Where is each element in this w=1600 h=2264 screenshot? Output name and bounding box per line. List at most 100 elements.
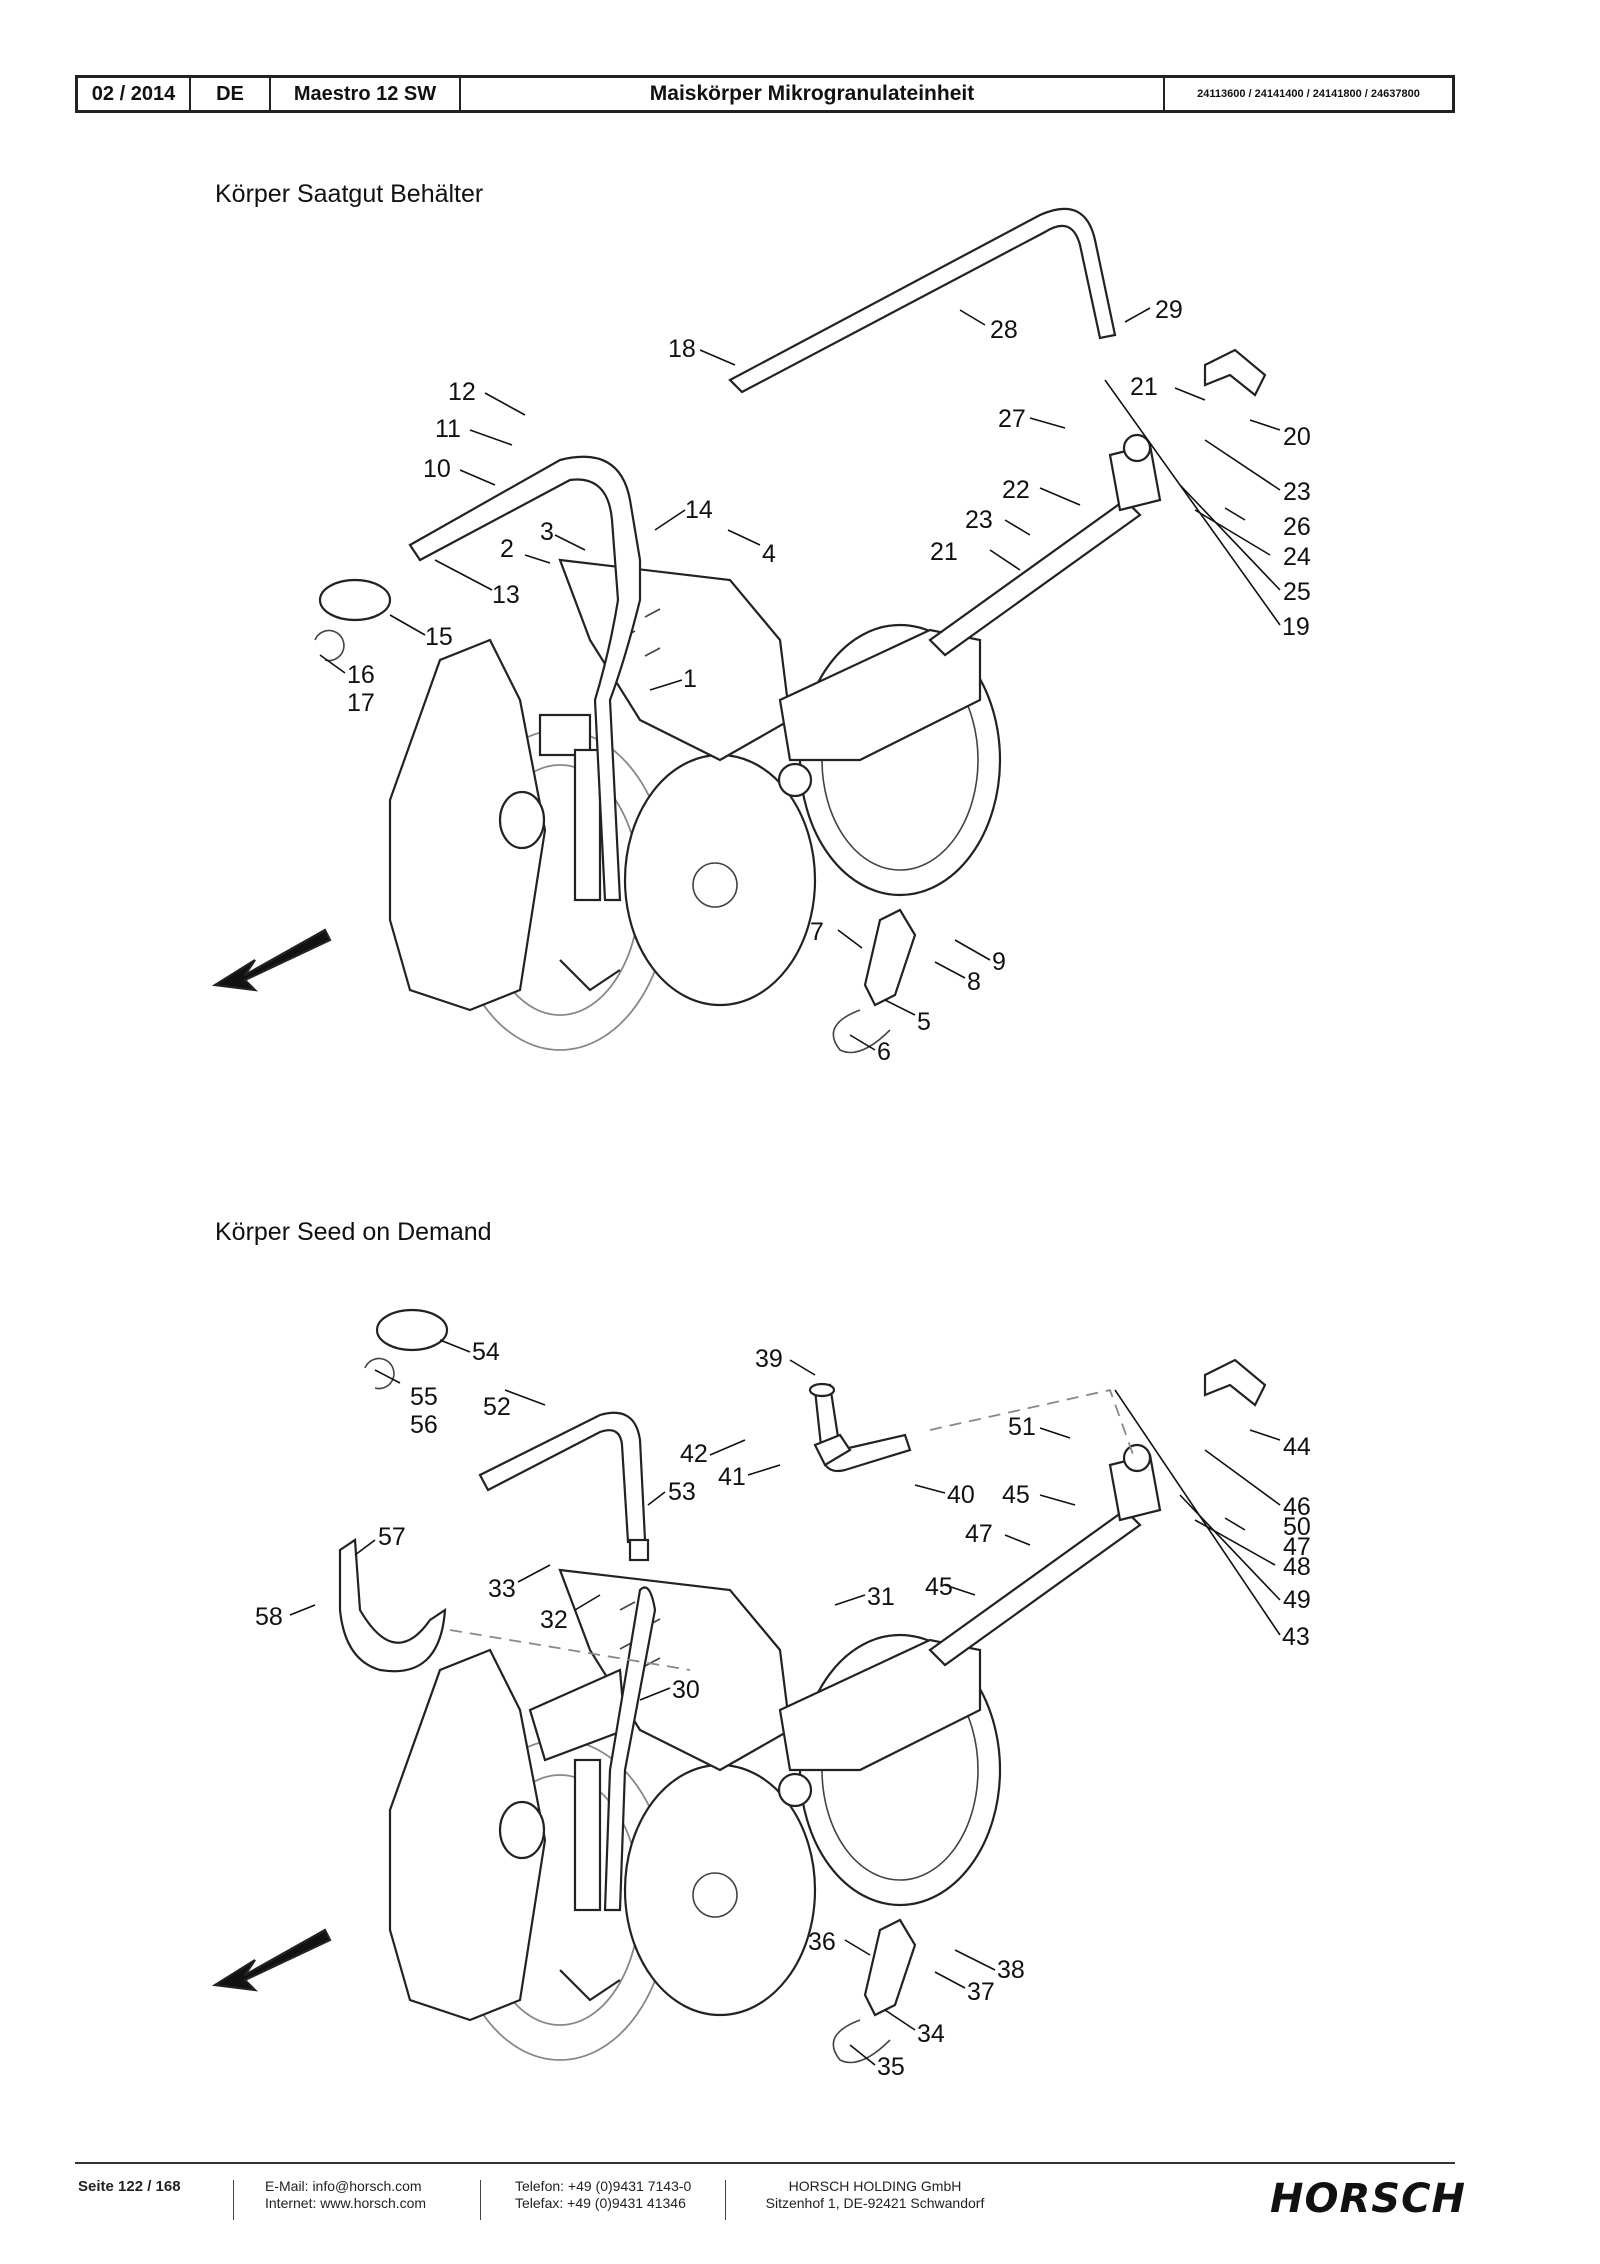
callout: 39 [755, 1345, 783, 1373]
clamp-15 [318, 578, 392, 622]
callout: 10 [423, 455, 451, 483]
clip-20 [1203, 348, 1267, 397]
bracket-5 [863, 908, 917, 1007]
header-language: DE [191, 78, 271, 110]
footer-contact-phone: Telefon: +49 (0)9431 7143-0 Telefax: +49… [515, 2178, 691, 2212]
cross-tube [928, 498, 1142, 657]
callout: 31 [867, 1583, 895, 1611]
callout: 46 [1283, 1493, 1311, 1521]
callout: 37 [967, 1978, 995, 2006]
header-title: Maiskörper Mikrogranulateinheit [461, 78, 1165, 110]
callout: 45 [1002, 1481, 1030, 1509]
callout: 20 [1283, 423, 1311, 451]
footer-email: E-Mail: info@horsch.com [265, 2178, 422, 2194]
callout: 45 [925, 1573, 953, 1601]
callout: 28 [990, 316, 1018, 344]
callout: 8 [967, 968, 981, 996]
callout: 24 [1283, 543, 1311, 571]
callout: 17 [347, 689, 375, 717]
callout: 22 [1002, 476, 1030, 504]
callout: 52 [483, 1393, 511, 1421]
page-header: 02 / 2014 DE Maestro 12 SW Maiskörper Mi… [75, 75, 1455, 113]
callout: 56 [410, 1411, 438, 1439]
seed-tube [408, 455, 642, 902]
callout: 23 [1283, 478, 1311, 506]
callout: 3 [540, 518, 554, 546]
callout: 54 [472, 1338, 500, 1366]
clip-44 [1203, 1358, 1267, 1407]
callout: 44 [1283, 1433, 1311, 1461]
callout: 33 [488, 1575, 516, 1603]
footer-internet: Internet: www.horsch.com [265, 2195, 427, 2211]
callout: 30 [672, 1676, 700, 1704]
callout: 55 [410, 1383, 438, 1411]
callout: 13 [492, 581, 520, 609]
direction-arrow [211, 928, 332, 992]
section1-callouts: 1 2 3 4 5 6 7 8 9 10 11 12 13 14 15 16 1… [347, 296, 1311, 1066]
bracket-57 [338, 1538, 447, 1673]
footer-address: Sitzenhof 1, DE-92421 Schwandorf [765, 2195, 985, 2211]
row-unit-body [388, 1568, 1002, 2061]
row-unit-body [388, 558, 1002, 1051]
section2-callouts: 30 31 32 33 34 35 36 37 38 39 40 41 42 4… [255, 1338, 1311, 2081]
footer-separator [233, 2180, 234, 2220]
callout: 11 [435, 415, 461, 443]
callout: 29 [1155, 296, 1183, 324]
callout: 21 [1130, 373, 1158, 401]
callout: 43 [1282, 1623, 1310, 1651]
horsch-logo: HORSCH [1270, 2176, 1466, 2222]
leader-lines [319, 307, 1281, 1051]
bracket-41 [813, 1433, 852, 1467]
section2-title: Körper Seed on Demand [215, 1218, 492, 1246]
callout: 4 [762, 540, 776, 568]
callout: 58 [255, 1603, 283, 1631]
footer-company: HORSCH HOLDING GmbH [788, 2178, 962, 2194]
footer-separator [725, 2180, 726, 2220]
header-model: Maestro 12 SW [271, 78, 461, 110]
callout: 23 [965, 506, 993, 534]
section2-exploded-diagram: 30 31 32 33 34 35 36 37 38 39 40 41 42 4… [211, 1308, 1311, 2081]
callout: 47 [1283, 1533, 1311, 1561]
header-part-numbers: 24113600 / 24141400 / 24141800 / 2463780… [1197, 88, 1420, 100]
header-date: 02 / 2014 [78, 78, 191, 110]
callout: 15 [425, 623, 453, 651]
callout: 25 [1283, 578, 1311, 606]
clamp-54 [375, 1308, 449, 1352]
supply-tube [728, 207, 1117, 394]
callout: 9 [992, 948, 1006, 976]
callout: 53 [668, 1478, 696, 1506]
tube-30 [603, 1586, 657, 1912]
callout: 27 [998, 405, 1026, 433]
callout: 12 [448, 378, 476, 406]
callout: 51 [1008, 1413, 1036, 1441]
footer-contact-web: E-Mail: info@horsch.com Internet: www.ho… [265, 2178, 426, 2212]
callout: 36 [808, 1928, 836, 1956]
u-bolt-35 [832, 2019, 891, 2064]
callout: 2 [500, 535, 514, 563]
callout: 35 [877, 2053, 905, 2081]
bracket-34 [863, 1918, 917, 2017]
callout: 14 [685, 496, 713, 524]
footer-phone: Telefon: +49 (0)9431 7143-0 [515, 2178, 692, 2194]
callout: 18 [668, 335, 696, 363]
callout: 16 [347, 661, 375, 689]
callout: 1 [683, 665, 697, 693]
section1-exploded-diagram: 1 2 3 4 5 6 7 8 9 10 11 12 13 14 15 16 1… [211, 207, 1311, 1066]
callout: 41 [718, 1463, 746, 1491]
callout: 48 [1283, 1553, 1311, 1581]
cross-tube [928, 1508, 1142, 1667]
section1-title: Körper Saatgut Behälter [215, 180, 484, 208]
callout: 40 [947, 1481, 975, 1509]
callout: 21 [930, 538, 958, 566]
u-bolt-6 [832, 1009, 891, 1054]
footer-rule [75, 2162, 1455, 2164]
callout: 19 [1282, 613, 1310, 641]
ring-16 [314, 629, 345, 662]
ring-55 [364, 1357, 395, 1390]
callout: 26 [1283, 513, 1311, 541]
seed-tube [478, 1411, 647, 1544]
callout: 38 [997, 1956, 1025, 1984]
footer-page-number: Seite 122 / 168 [78, 2178, 181, 2195]
callout: 7 [810, 918, 824, 946]
footer-company-block: HORSCH HOLDING GmbH Sitzenhof 1, DE-9242… [760, 2178, 990, 2212]
